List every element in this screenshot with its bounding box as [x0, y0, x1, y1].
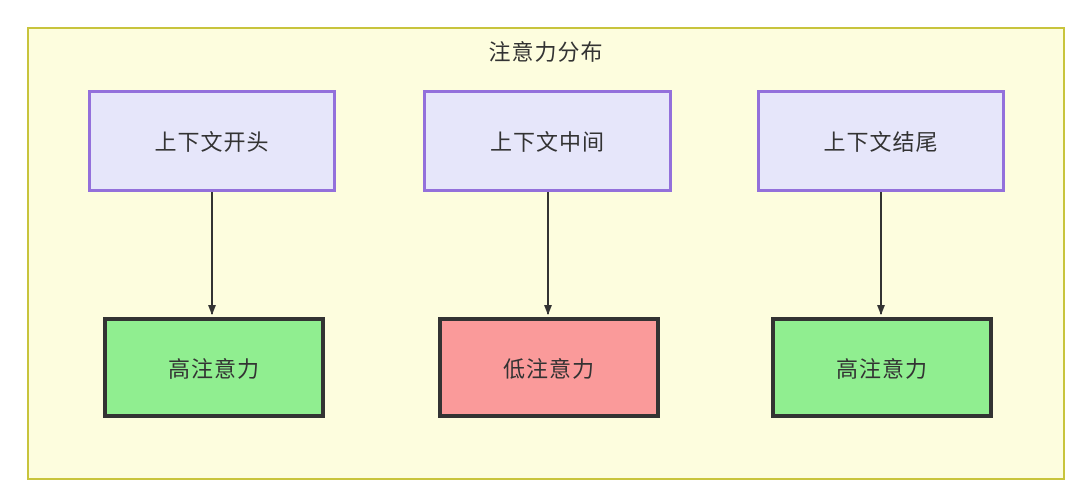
node-low-attention-middle[interactable]: 低注意力 [438, 317, 660, 418]
diagram-title: 注意力分布 [488, 40, 604, 65]
node-high-attention-start[interactable]: 高注意力 [103, 317, 325, 418]
node-context-start-label: 上下文开头 [154, 130, 270, 155]
node-low-attention-middle-label: 低注意力 [502, 356, 595, 382]
node-context-end-label: 上下文结尾 [823, 130, 939, 155]
node-context-middle[interactable]: 上下文中间 [423, 90, 672, 192]
node-high-attention-start-label: 高注意力 [167, 356, 260, 382]
node-context-start[interactable]: 上下文开头 [88, 90, 336, 192]
node-context-end[interactable]: 上下文结尾 [757, 90, 1005, 192]
node-context-middle-label: 上下文中间 [489, 130, 605, 155]
node-high-attention-end-label: 高注意力 [835, 356, 928, 382]
node-high-attention-end[interactable]: 高注意力 [771, 317, 993, 418]
